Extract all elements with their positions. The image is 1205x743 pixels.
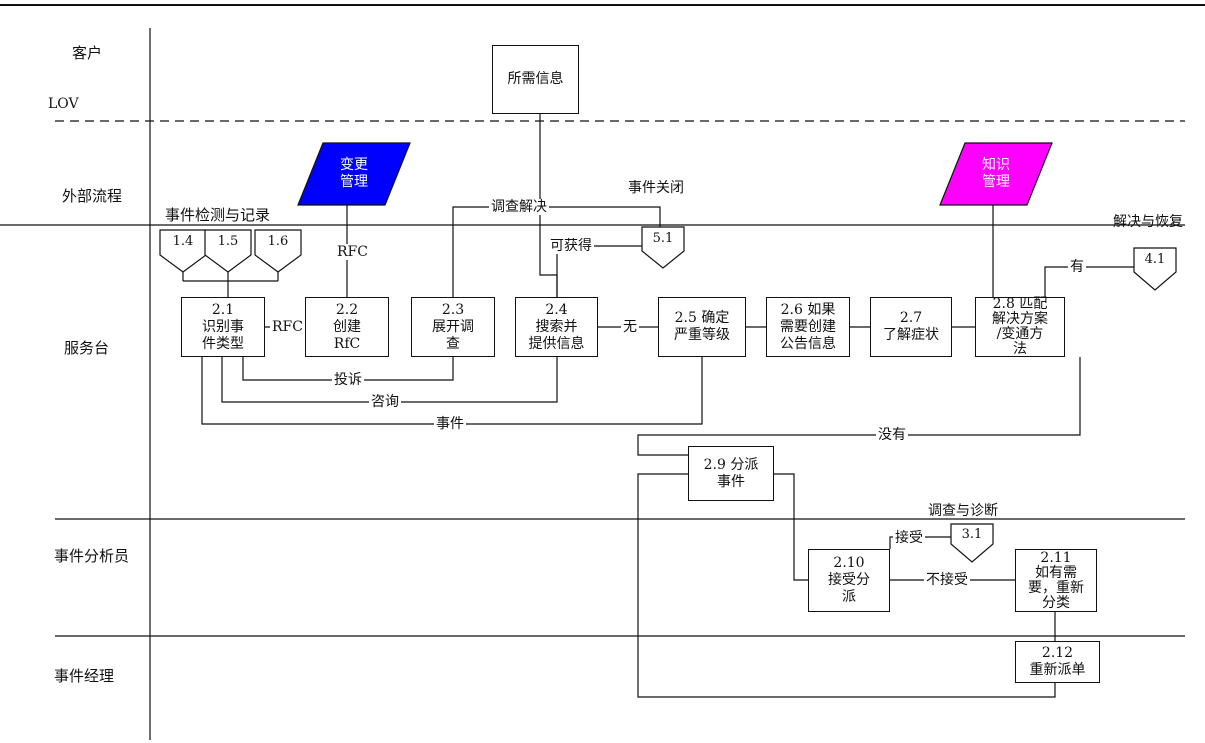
process-connector-1-4	[159, 229, 207, 273]
required-info-box: 所需信息	[492, 45, 579, 114]
lane-service-desk: 服务台	[64, 339, 110, 357]
step-2-11-reclassify: 2.11 如有需 要，重新 分类	[1015, 549, 1097, 612]
label-rfc-left: RFC	[270, 319, 305, 335]
tag-1-4: 1.4	[172, 234, 194, 249]
label-available: 可获得	[548, 238, 594, 254]
label-detect-record: 事件检测与记录	[163, 206, 273, 224]
step-2-4-search-provide-info: 2.4 搜索并 提供信息	[515, 297, 598, 357]
process-connector-5-1	[641, 226, 685, 269]
step-2-8-match-solution: 2.8 匹配 解决方案 /变通方 法	[975, 297, 1065, 357]
step-2-6-create-bulletin: 2.6 如果 需要创建 公告信息	[766, 297, 850, 357]
label-incident-close: 事件关闭	[626, 180, 686, 196]
knowledge-management-shape	[939, 142, 1053, 206]
label-not-accept: 不接受	[924, 572, 970, 588]
label-accept: 接受	[893, 530, 925, 546]
label-investigate-diagnose: 调查与诊断	[928, 503, 998, 519]
step-2-2-create-rfc: 2.2 创建 RfC	[305, 297, 389, 357]
step-2-10-accept-assignment: 2.10 接受分 派	[808, 549, 890, 612]
label-not-have: 没有	[876, 427, 908, 443]
process-connector-1-5	[204, 229, 252, 273]
step-2-3-investigate: 2.3 展开调 查	[411, 297, 495, 357]
lane-incident-manager: 事件经理	[54, 667, 115, 685]
step-2-1-identify-type: 2.1 识别事 件类型	[181, 297, 265, 357]
process-connector-4-1	[1133, 247, 1177, 291]
lane-incident-analyst: 事件分析员	[54, 547, 130, 565]
label-rfc-down: RFC	[335, 244, 370, 260]
label-incident: 事件	[434, 416, 466, 432]
step-2-5-determine-severity: 2.5 确定 严重等级	[658, 297, 746, 357]
lane-external-process: 外部流程	[62, 187, 123, 205]
tag-4-1: 4.1	[1144, 252, 1166, 267]
change-management-label: 变更 管理	[340, 157, 368, 190]
lane-lov: LOV	[48, 96, 79, 112]
knowledge-management-label: 知识 管理	[982, 157, 1010, 190]
step-2-12-reassign: 2.12 重新派单	[1015, 641, 1100, 683]
step-2-7-understand-symptoms: 2.7 了解症状	[870, 297, 952, 357]
label-investigate-resolve: 调查解决	[489, 199, 549, 215]
tag-3-1: 3.1	[961, 527, 983, 542]
label-have: 有	[1068, 259, 1086, 275]
label-complaint: 投诉	[332, 372, 364, 388]
lane-customer: 客户	[72, 44, 103, 62]
label-resolve-recover: 解决与恢复	[1113, 214, 1183, 230]
label-consult: 咨询	[369, 394, 401, 410]
step-2-9-assign-incident: 2.9 分派 事件	[688, 446, 774, 501]
tag-1-6: 1.6	[267, 234, 289, 249]
tag-5-1: 5.1	[652, 231, 674, 246]
required-info-label: 所需信息	[507, 71, 564, 87]
change-management-shape	[297, 142, 411, 206]
label-none: 无	[621, 319, 639, 335]
process-connector-3-1	[950, 523, 994, 563]
process-connector-1-6	[254, 229, 302, 273]
tag-1-5: 1.5	[217, 234, 239, 249]
